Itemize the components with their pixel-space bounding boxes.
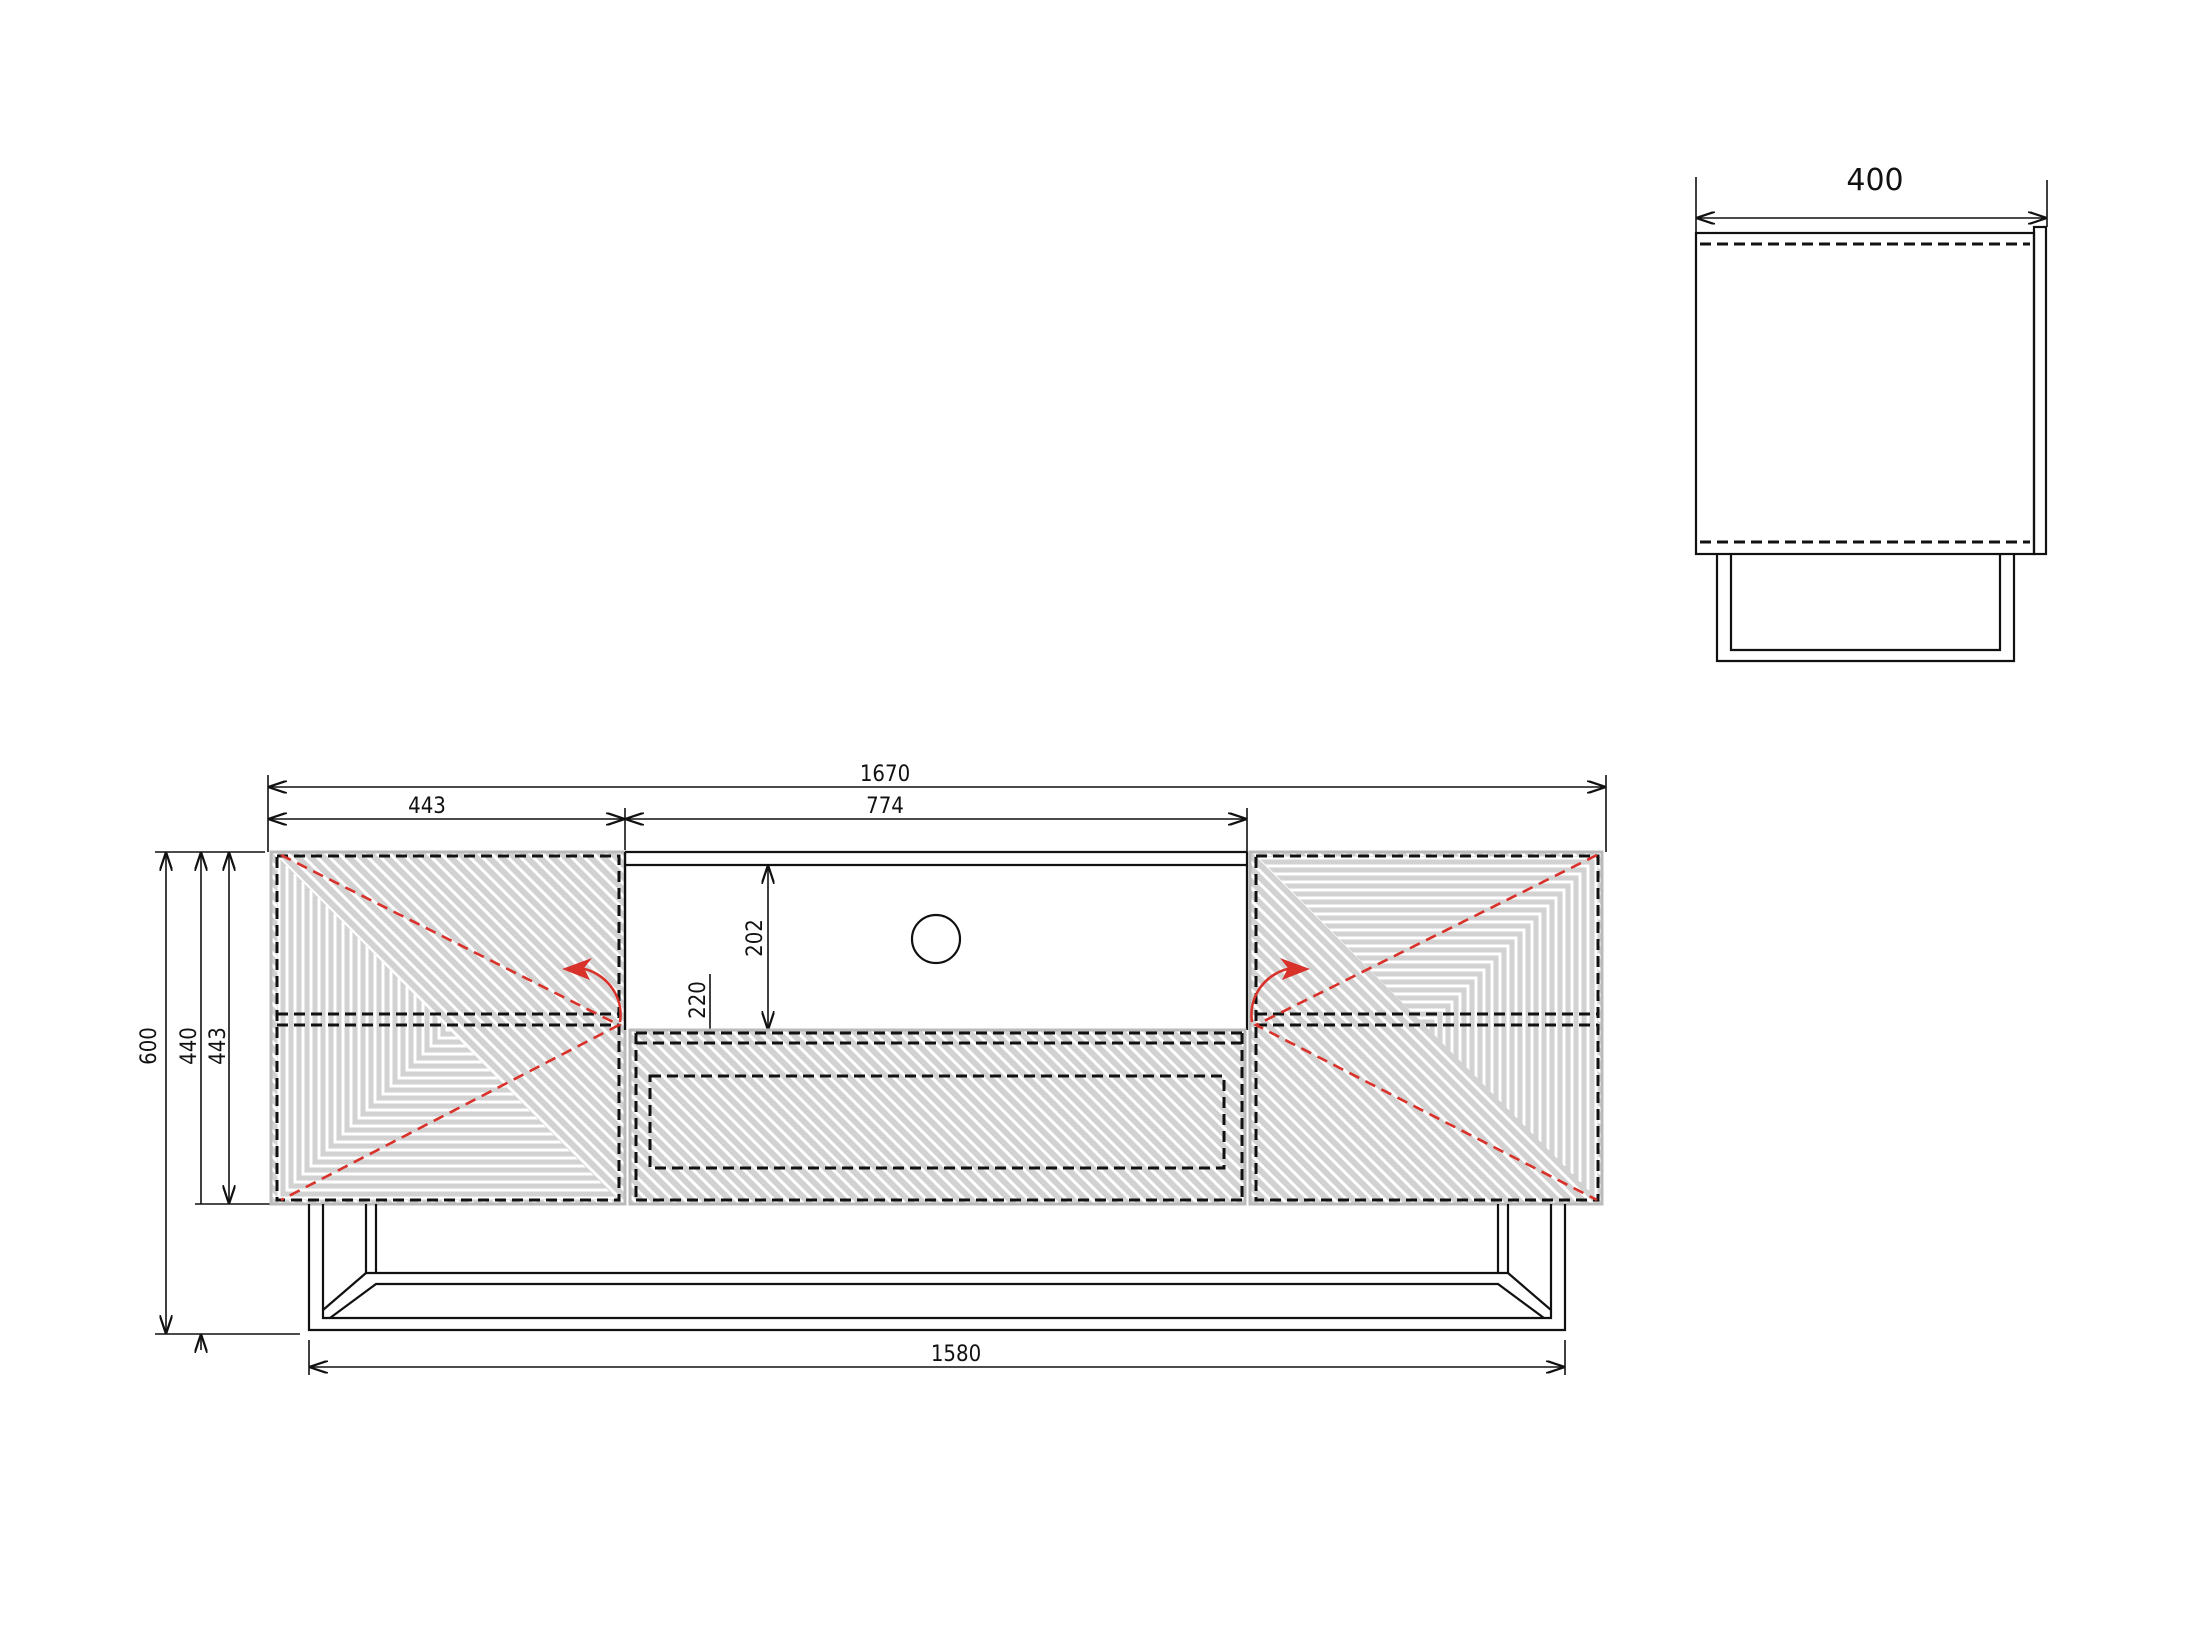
front-view: 1670 443 774 600 440 443 (137, 762, 1607, 1375)
door-groove (1344, 944, 1510, 1110)
side-door-profile (2032, 225, 2048, 556)
door-groove (373, 954, 523, 1104)
door-groove (1400, 1000, 1454, 1054)
door-groove (381, 962, 515, 1096)
door-groove (429, 1010, 467, 1048)
door-groove (365, 946, 531, 1112)
side-leg-frame-inner (1729, 554, 2002, 652)
door-groove (333, 914, 563, 1144)
hinge-indicator-lines (1253, 853, 1598, 1202)
door-groove (349, 930, 547, 1128)
door-groove (293, 874, 603, 1184)
door-groove (1336, 936, 1518, 1118)
door-groove (1328, 928, 1526, 1126)
door-groove (1360, 960, 1494, 1094)
door-groove (389, 970, 507, 1088)
base-width-label: 1580 (931, 1342, 981, 1367)
cable-hole-icon (910, 913, 962, 965)
drawer-front[interactable] (628, 1028, 1247, 1206)
door-groove (325, 906, 571, 1152)
body-height-label-a: 440 (177, 1027, 202, 1065)
door-groove (1368, 968, 1486, 1086)
door-groove (1280, 880, 1574, 1174)
total-height-label: 600 (137, 1027, 162, 1065)
door-groove (421, 1002, 475, 1056)
door-groove (1320, 920, 1534, 1134)
door-opening-arrow-icon (1250, 958, 1310, 1023)
door-groove (1408, 1008, 1446, 1046)
niche-height-label: 202 (743, 919, 768, 957)
door-groove (1296, 896, 1558, 1158)
door-groove (357, 938, 539, 1120)
door-groove (1384, 984, 1470, 1070)
door-groove (1416, 1016, 1438, 1038)
left-door-width-label: 443 (408, 794, 446, 819)
body-height-label-b: 443 (206, 1027, 231, 1065)
door-groove (309, 890, 587, 1168)
side-leg-frame-outer (1715, 554, 2016, 663)
door-groove (1376, 976, 1478, 1078)
door-groove (301, 882, 595, 1176)
depth-label: 400 (1846, 163, 1903, 198)
door-groove (1264, 864, 1590, 1190)
door-groove (285, 866, 611, 1192)
door-groove (1272, 872, 1582, 1182)
door-groove (341, 922, 555, 1136)
door-groove (277, 858, 618, 1200)
door-groove (1392, 992, 1462, 1062)
hinge-indicator-lines (280, 853, 622, 1202)
open-niche: 202 220 (623, 850, 1249, 1030)
door-groove (413, 994, 483, 1064)
door-groove (317, 898, 579, 1160)
metal-base-frame (307, 1204, 1567, 1332)
door-groove (1312, 912, 1542, 1142)
door-opening-arrow-icon (562, 958, 622, 1023)
door-groove (1257, 856, 1598, 1198)
total-width-label: 1670 (860, 762, 910, 787)
drawer-height-label: 220 (686, 981, 711, 1019)
left-door[interactable] (269, 850, 627, 1206)
door-groove (1352, 952, 1502, 1102)
right-door[interactable] (1248, 850, 1604, 1206)
door-groove (1288, 888, 1566, 1166)
door-groove (1304, 904, 1550, 1150)
side-body (1694, 231, 2036, 556)
center-width-label: 774 (866, 794, 904, 819)
door-groove (397, 978, 499, 1080)
side-view: 400 (1694, 163, 2048, 663)
